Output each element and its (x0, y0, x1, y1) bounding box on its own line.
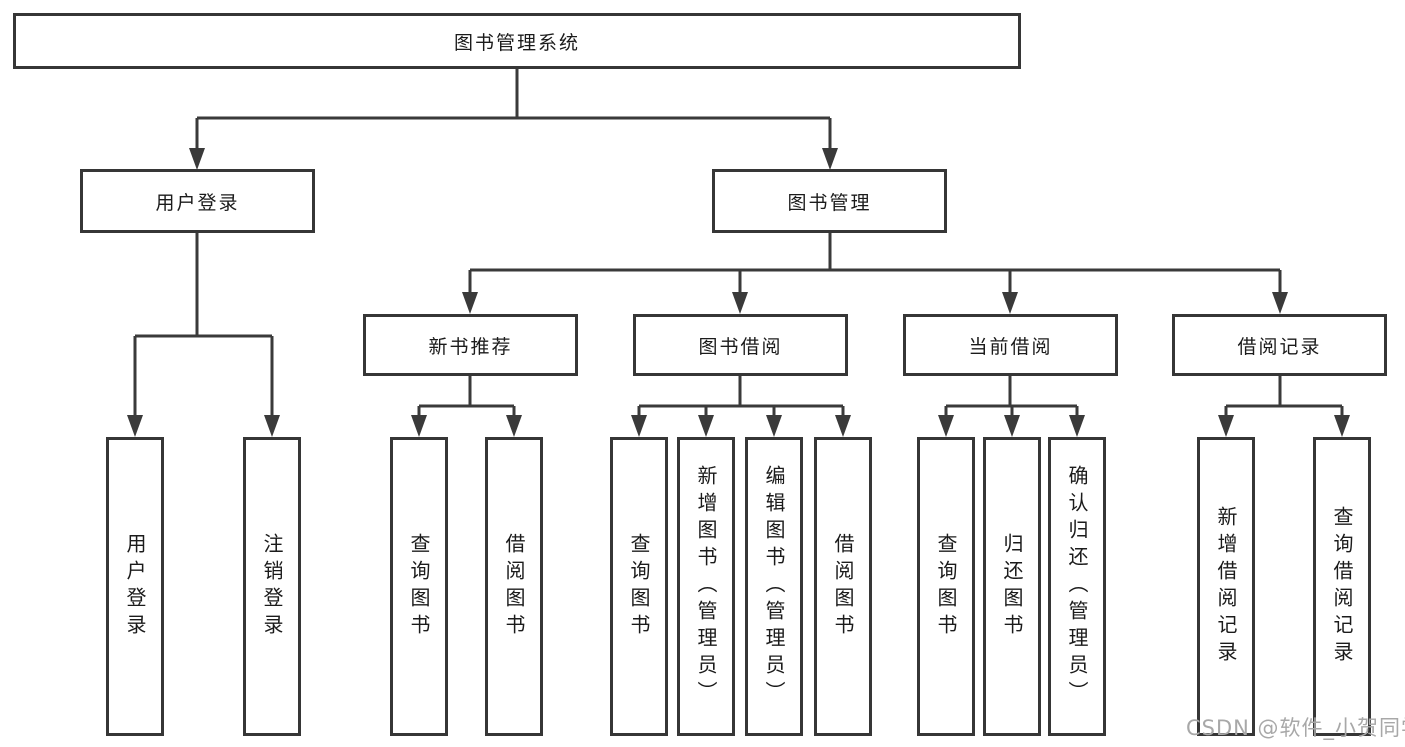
node-book-management-label: 图书管理 (787, 191, 872, 214)
tree-edges (133, 69, 1344, 417)
node-borrow-records-label: 借阅记录 (1237, 335, 1322, 358)
leaf-add-books-admin-label: 新增图书（管理员） (694, 465, 718, 708)
leaf-logout: 注销登录 (243, 437, 301, 736)
leaf-return-books: 归还图书 (983, 437, 1041, 736)
arrowheads (127, 148, 1350, 437)
leaf-confirm-return-admin-label: 确认归还（管理员） (1065, 465, 1089, 708)
leaf-return-books-label: 归还图书 (1000, 532, 1024, 641)
leaf-query-books-current: 查询图书 (917, 437, 975, 736)
node-current-borrowing-label: 当前借阅 (968, 335, 1053, 358)
node-new-book-recommend: 新书推荐 (363, 314, 578, 376)
node-borrow-records: 借阅记录 (1172, 314, 1387, 376)
leaf-borrow-books: 借阅图书 (814, 437, 872, 736)
leaf-add-books-admin: 新增图书（管理员） (677, 437, 735, 736)
leaf-query-books-current-label: 查询图书 (934, 532, 958, 641)
node-new-book-recommend-label: 新书推荐 (428, 335, 513, 358)
leaf-edit-books-admin: 编辑图书（管理员） (745, 437, 803, 736)
leaf-query-borrow-record: 查询借阅记录 (1313, 437, 1371, 736)
leaf-add-borrow-record-label: 新增借阅记录 (1214, 505, 1238, 668)
leaf-query-books-recommend: 查询图书 (390, 437, 448, 736)
csdn-watermark: CSDN @软件_小贺同学 (1186, 716, 1405, 740)
leaf-logout-label: 注销登录 (260, 532, 284, 641)
leaf-edit-books-admin-label: 编辑图书（管理员） (762, 465, 786, 708)
node-user-login: 用户登录 (80, 169, 315, 233)
leaf-confirm-return-admin: 确认归还（管理员） (1048, 437, 1106, 736)
leaf-query-books-recommend-label: 查询图书 (407, 532, 431, 641)
node-current-borrowing: 当前借阅 (903, 314, 1118, 376)
node-book-borrowing-label: 图书借阅 (698, 335, 783, 358)
node-user-login-label: 用户登录 (155, 191, 240, 214)
node-book-borrowing: 图书借阅 (633, 314, 848, 376)
node-book-management: 图书管理 (712, 169, 947, 233)
leaf-query-books-borrowing: 查询图书 (610, 437, 668, 736)
leaf-user-login-label: 用户登录 (123, 532, 147, 641)
leaf-borrow-books-recommend-label: 借阅图书 (502, 532, 526, 641)
leaf-query-borrow-record-label: 查询借阅记录 (1330, 505, 1354, 668)
node-root: 图书管理系统 (13, 13, 1021, 69)
leaf-borrow-books-recommend: 借阅图书 (485, 437, 543, 736)
leaf-borrow-books-label: 借阅图书 (831, 532, 855, 641)
leaf-query-books-borrowing-label: 查询图书 (627, 532, 651, 641)
leaf-add-borrow-record: 新增借阅记录 (1197, 437, 1255, 736)
leaf-user-login: 用户登录 (106, 437, 164, 736)
node-root-label: 图书管理系统 (453, 31, 580, 54)
